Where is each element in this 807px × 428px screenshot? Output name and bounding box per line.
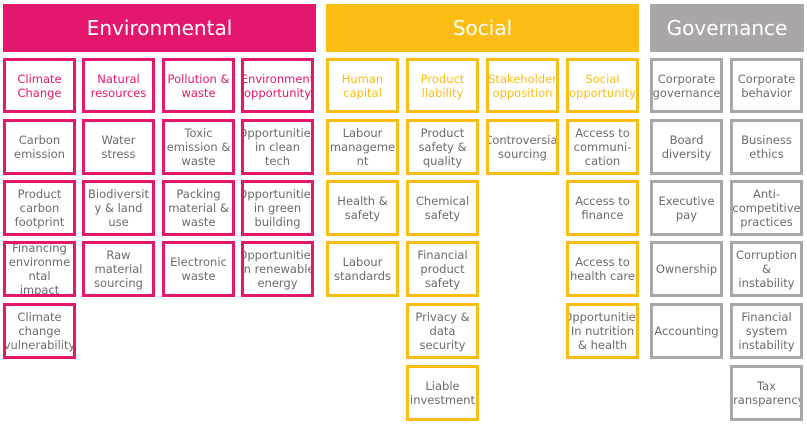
environmental-factor-box: Packing material & waste [162,180,235,236]
environmental-factor-box-label: Toxic emission & waste [166,126,231,168]
environmental-factor-box: Product carbon footprint [3,180,76,236]
social-factor-box: Access to communi- cation [566,119,639,175]
environmental-category-box: Pollution & waste [162,58,235,113]
social-factor-box-label: Controversial sourcing [486,133,559,161]
social-factor-box: Labour manageme nt [326,119,399,175]
environmental-factor-box: Opportunities in clean tech [241,119,314,175]
social-factor-box: Product safety & quality [406,119,479,175]
governance-factor-box: Corruption & instability [730,241,803,297]
social-category-box: Social opportunity [566,58,639,113]
social-category-box: Product liability [406,58,479,113]
social-header: Social [326,4,639,52]
governance-factor-box: Executive pay [650,180,723,236]
environmental-factor-box: Raw material sourcing [82,241,155,297]
social-factor-box-label: Access to finance [575,194,630,222]
environmental-factor-box-label: Opportunities in clean tech [241,126,314,168]
social-category-box: Human capital [326,58,399,113]
social-factor-box-label: Chemical safety [415,194,470,222]
governance-header-label: Governance [666,16,788,40]
environmental-factor-box-label: Raw material sourcing [94,248,143,290]
environmental-factor-box: Opportunities in green building [241,180,314,236]
social-factor-box-label: Opportunities In nutrition & health [566,310,639,352]
governance-category-box-label: Corporate behavior [737,71,796,100]
social-factor-box: Chemical safety [406,180,479,236]
environmental-factor-box-label: Opportunities in renewable energy [241,248,314,290]
governance-factor-box-label: Executive pay [658,194,715,222]
governance-category-box-label: Corporate governance [652,71,721,100]
social-factor-box-label: Health & safety [337,194,388,222]
social-category-box-label: Stakeholder opposition [488,71,557,100]
governance-factor-box-label: Business ethics [741,133,792,161]
environmental-factor-box-label: Packing material & waste [168,187,229,229]
governance-header: Governance [650,4,804,52]
social-factor-box: Access to finance [566,180,639,236]
social-factor-box-label: Financial product safety [417,248,468,290]
environmental-factor-box: Opportunities in renewable energy [241,241,314,297]
social-factor-box-label: Product safety & quality [418,126,467,168]
environmental-category-box-label: Pollution & waste [167,71,230,100]
environmental-category-box-label: Natural resources [90,71,147,100]
environmental-category-box-label: Climate Change [17,71,62,100]
governance-factor-box-label: Financial system instability [738,310,795,352]
governance-factor-box: Financial system instability [730,303,803,359]
governance-factor-box: Tax transparency [730,365,803,421]
environmental-factor-box: Carbon emission [3,119,76,175]
social-factor-box-label: Labour manageme nt [329,126,396,168]
environmental-factor-box: Climate change vulnerability [3,303,76,359]
social-category-box: Stakeholder opposition [486,58,559,113]
social-factor-box-label: Access to health care [570,255,635,283]
social-factor-box: Health & safety [326,180,399,236]
social-category-box-label: Human capital [341,71,384,100]
environmental-header: Environmental [3,4,316,52]
social-factor-box: Controversial sourcing [486,119,559,175]
environmental-factor-box: Financing environme ntal impact [3,241,76,297]
governance-factor-box-label: Ownership [655,262,718,276]
social-factor-box: Liable investment [406,365,479,421]
environmental-factor-box-label: Financing environme ntal impact [8,241,71,297]
social-factor-box-label: Liable investment [410,379,475,407]
social-factor-box-label: Privacy & data security [415,310,470,352]
environmental-factor-box-label: Carbon emission [14,133,65,161]
social-factor-box: Labour standards [326,241,399,297]
environmental-factor-box: Toxic emission & waste [162,119,235,175]
social-factor-box: Financial product safety [406,241,479,297]
governance-factor-box: Ownership [650,241,723,297]
environmental-factor-box: Electronic waste [162,241,235,297]
social-header-label: Social [452,16,513,40]
environmental-factor-box-label: Climate change vulnerability [3,310,76,352]
governance-factor-box-label: Tax transparency [730,379,803,407]
governance-category-box: Corporate governance [650,58,723,113]
environmental-factor-box: Water stress [82,119,155,175]
environmental-category-box: Climate Change [3,58,76,113]
environmental-category-box: Environment opportunity [241,58,314,113]
environmental-factor-box-label: Product carbon footprint [14,187,65,229]
environmental-header-label: Environmental [86,16,233,40]
social-factor-box: Opportunities In nutrition & health [566,303,639,359]
governance-factor-box-label: Corruption & instability [736,248,797,290]
governance-factor-box-label: Anti- competitive practices [732,187,801,229]
environmental-factor-box-label: Electronic waste [170,255,227,283]
social-factor-box-label: Labour standards [333,255,391,283]
environmental-category-box-label: Environment opportunity [241,71,314,100]
social-category-box-label: Social opportunity [569,71,636,100]
governance-factor-box: Business ethics [730,119,803,175]
governance-factor-box: Anti- competitive practices [730,180,803,236]
environmental-category-box: Natural resources [82,58,155,113]
social-factor-box: Access to health care [566,241,639,297]
social-factor-box: Privacy & data security [406,303,479,359]
governance-factor-box-label: Board diversity [661,133,712,161]
governance-factor-box-label: Accounting [654,324,719,338]
governance-category-box: Corporate behavior [730,58,803,113]
environmental-factor-box-label: Biodiversit y & land use [88,187,149,229]
environmental-factor-box-label: Opportunities in green building [241,187,314,229]
environmental-factor-box-label: Water stress [101,133,136,161]
governance-factor-box: Accounting [650,303,723,359]
environmental-factor-box: Biodiversit y & land use [82,180,155,236]
social-category-box-label: Product liability [420,71,465,100]
social-factor-box-label: Access to communi- cation [573,126,632,168]
governance-factor-box: Board diversity [650,119,723,175]
